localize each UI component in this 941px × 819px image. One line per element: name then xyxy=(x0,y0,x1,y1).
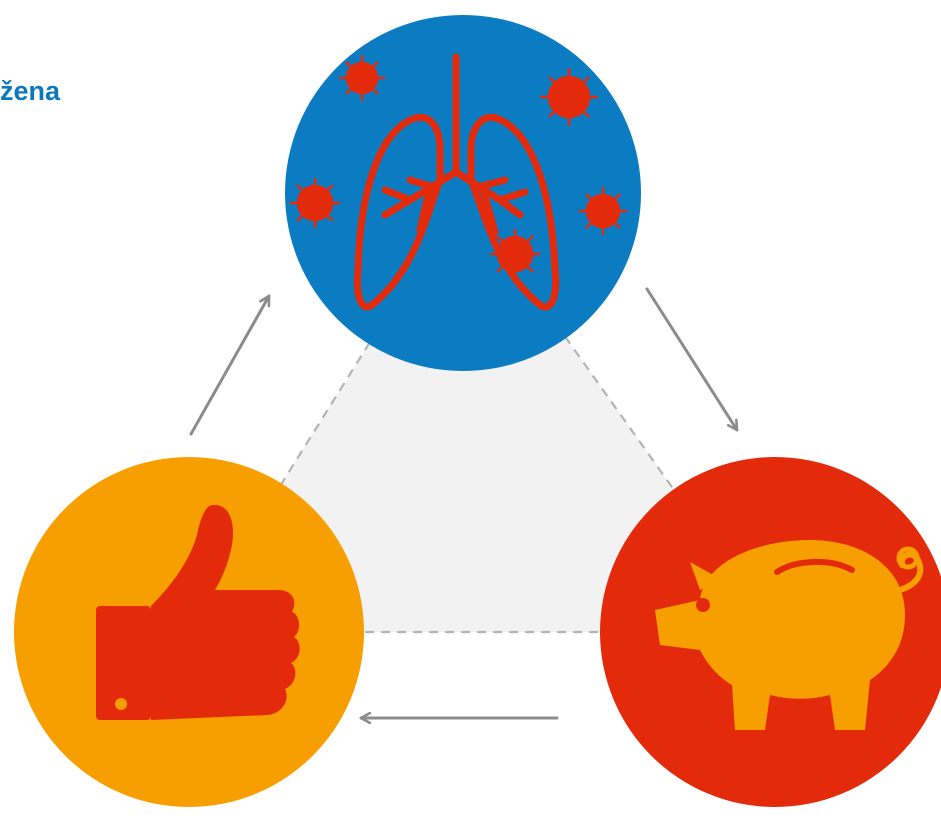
center-triangle xyxy=(189,193,775,632)
lungs-virus-icon xyxy=(290,53,627,311)
virus-icon xyxy=(290,178,340,228)
arrow-thumbs-to-lungs xyxy=(189,294,271,436)
thumbs-up-icon xyxy=(96,504,300,720)
cycle-arrows xyxy=(189,287,739,718)
virus-icon xyxy=(490,229,540,279)
piggy-bank-icon xyxy=(655,540,924,730)
piggy-bank-node xyxy=(600,457,941,807)
lungs-virus-node xyxy=(285,15,641,371)
virus-icon xyxy=(579,187,627,235)
virus-icon xyxy=(339,55,385,101)
heading-text: žena xyxy=(0,76,61,106)
thumbs-up-node xyxy=(14,457,364,807)
virus-icon xyxy=(540,68,598,126)
arrow-lungs-to-piggy xyxy=(645,287,739,432)
